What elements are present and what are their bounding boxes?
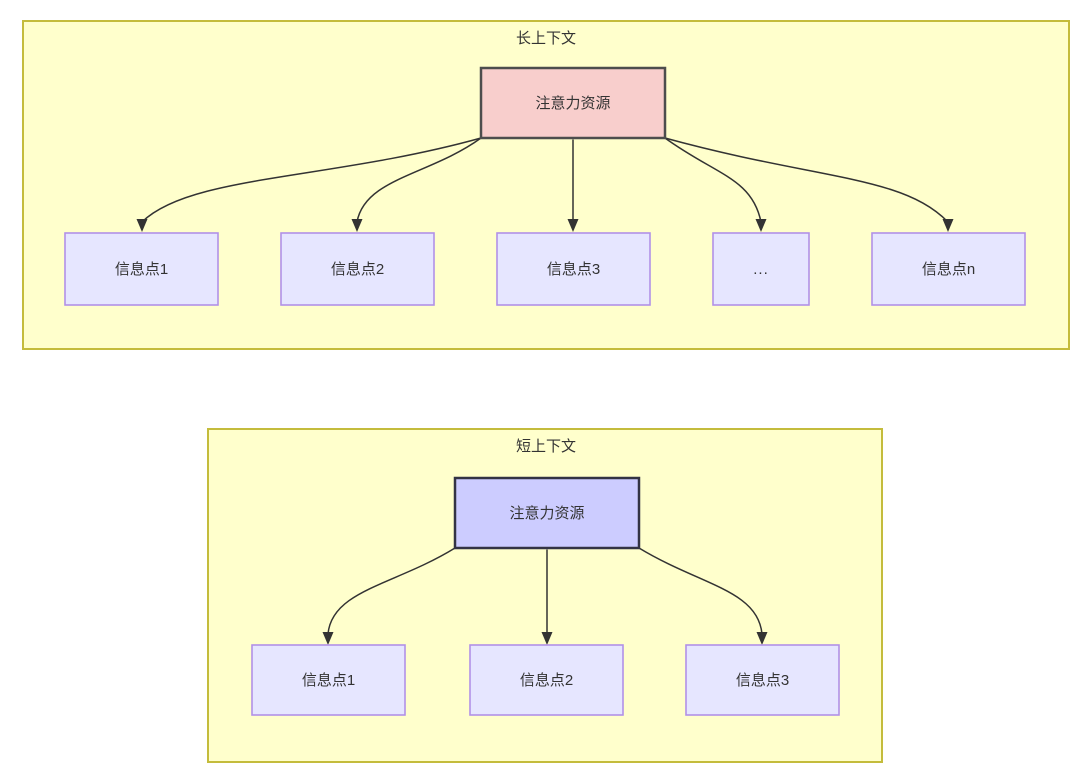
- node-root-long-context[interactable]: 注意力资源: [479, 66, 667, 140]
- arrowhead-leaf-2: [351, 219, 363, 232]
- node-leaf-long-4[interactable]: ...: [712, 232, 810, 306]
- node-leaf-short-3-box[interactable]: [685, 644, 840, 716]
- arrowhead-short-leaf-2: [541, 632, 553, 645]
- arrowhead-leaf-3: [567, 219, 579, 232]
- arrowhead-leaf-5: [942, 219, 954, 232]
- node-leaf-short-3[interactable]: 信息点3: [685, 644, 840, 716]
- edge-root-to-leaf-4: [664, 137, 762, 223]
- arrowhead-short-leaf-3: [756, 632, 768, 645]
- edge-root-to-leaf-5: [664, 137, 949, 223]
- arrowhead-leaf-1: [136, 219, 148, 232]
- edge-short-root-to-leaf-3: [638, 547, 763, 635]
- node-leaf-short-2-box[interactable]: [469, 644, 624, 716]
- node-root-short-context-label: 注意力资源: [509, 504, 584, 522]
- edge-root-to-leaf-2: [356, 137, 482, 223]
- node-leaf-short-1[interactable]: 信息点1: [251, 644, 406, 716]
- node-leaf-long-5-label: 信息点n: [922, 261, 975, 278]
- node-root-short-context-box[interactable]: [453, 476, 641, 550]
- node-leaf-long-3-label: 信息点3: [547, 261, 600, 278]
- edge-short-root-to-leaf-1: [327, 547, 456, 635]
- arrowhead-short-leaf-1: [322, 632, 334, 645]
- node-leaf-long-3-box[interactable]: [496, 232, 651, 306]
- node-leaf-short-2-label: 信息点2: [520, 672, 573, 689]
- edge-root-to-leaf-1: [141, 137, 482, 223]
- group-title-long-context: 长上下文: [516, 30, 576, 47]
- node-leaf-long-1-label: 信息点1: [115, 261, 168, 278]
- node-leaf-long-5-box[interactable]: [871, 232, 1026, 306]
- group-long-context: 长上下文 注意: [22, 20, 1070, 350]
- node-leaf-long-3[interactable]: 信息点3: [496, 232, 651, 306]
- edges-long-context: [136, 137, 954, 232]
- node-leaf-long-1[interactable]: 信息点1: [64, 232, 219, 306]
- node-leaf-long-2[interactable]: 信息点2: [280, 232, 435, 306]
- node-leaf-short-1-label: 信息点1: [302, 672, 355, 689]
- node-root-short-context[interactable]: 注意力资源: [453, 476, 641, 550]
- node-leaf-long-4-label: ...: [753, 261, 769, 278]
- edges-short-context: [322, 547, 768, 645]
- group-title-short-context: 短上下文: [516, 438, 576, 455]
- node-leaf-short-2[interactable]: 信息点2: [469, 644, 624, 716]
- node-leaf-long-5[interactable]: 信息点n: [871, 232, 1026, 306]
- node-leaf-long-1-box[interactable]: [64, 232, 219, 306]
- group-short-context: 短上下文 注意力资源 信息点1: [207, 428, 883, 763]
- node-root-long-context-label: 注意力资源: [535, 94, 610, 112]
- node-leaf-long-2-box[interactable]: [280, 232, 435, 306]
- arrowhead-leaf-4: [755, 219, 767, 232]
- node-leaf-long-4-box[interactable]: [712, 232, 810, 306]
- node-root-long-context-box[interactable]: [479, 66, 667, 140]
- node-leaf-short-3-label: 信息点3: [736, 672, 789, 689]
- node-leaf-long-2-label: 信息点2: [331, 261, 384, 278]
- node-leaf-short-1-box[interactable]: [251, 644, 406, 716]
